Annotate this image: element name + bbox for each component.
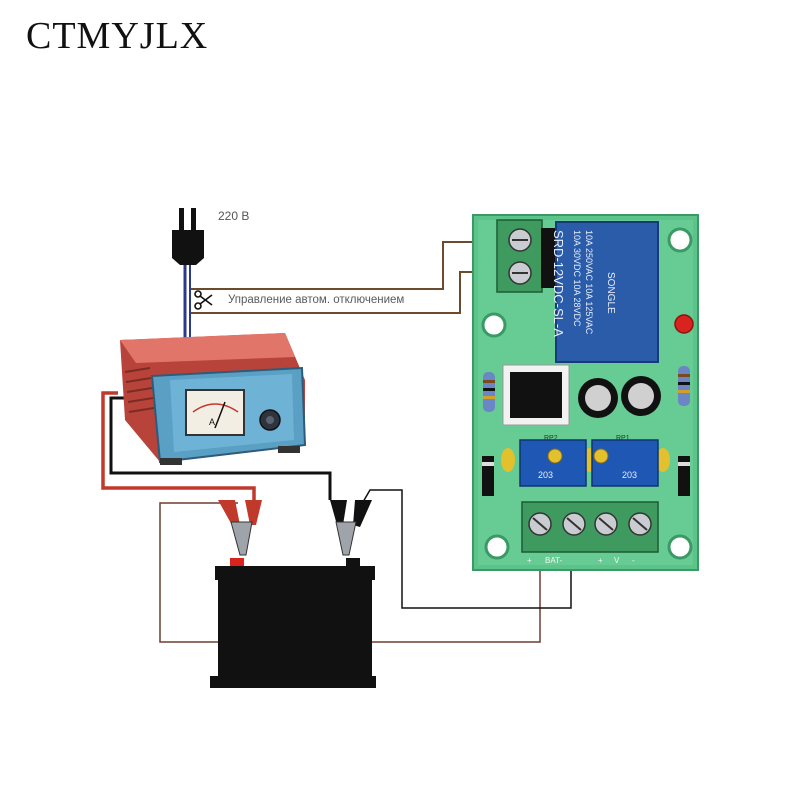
relay-markings: 10A 250VAC 10A 125VAC 10A 30VDC 10A 28VD… — [551, 230, 616, 337]
black-clamp — [330, 500, 372, 556]
potentiometer-rp1 — [591, 439, 659, 487]
terminal-label-bat: BAT- — [545, 556, 563, 565]
charger: A — [120, 333, 307, 465]
red-clamp — [218, 500, 262, 556]
resistor-left — [483, 372, 495, 412]
pot-code-rp1: 203 — [622, 470, 637, 480]
ammeter-symbol: A — [209, 417, 215, 427]
relay-brand: SONGLE — [605, 272, 616, 314]
terminal-label-minus: - — [632, 556, 635, 565]
charger-red-wire — [101, 391, 256, 502]
pot-code-rp2: 203 — [538, 470, 553, 480]
mains-voltage-label: 220 В — [218, 209, 250, 223]
charger-black-wire — [109, 396, 332, 500]
control-wire-lower — [190, 271, 498, 314]
ammeter — [185, 389, 245, 436]
battery-minus-wire — [362, 489, 572, 609]
pot-label-rp2: RP2 — [544, 435, 558, 442]
terminal-label-plus-2: + — [598, 556, 603, 565]
relay-rating-1: 10A 250VAC 10A 125VAC — [584, 230, 594, 335]
control-wire-upper — [190, 241, 498, 290]
terminal-label-v: V — [614, 556, 620, 565]
pot-label-rp1: RP1 — [616, 435, 630, 442]
relay — [555, 221, 659, 363]
control-line-label: Управление автом. отключением — [228, 294, 405, 306]
resistor-right — [678, 366, 690, 406]
scissors-icon — [194, 290, 213, 310]
brand-watermark: CTMYJLX — [26, 15, 209, 57]
relay-model: SRD-12VDC-SL-A — [551, 230, 566, 337]
status-led — [674, 314, 694, 334]
control-board — [472, 214, 699, 571]
battery-plus-wire — [159, 502, 541, 643]
battery — [210, 558, 376, 688]
relay-rating-2: 10A 30VDC 10A 28VDC — [572, 230, 582, 327]
terminal-label-plus: + — [527, 556, 532, 565]
power-plug — [172, 208, 204, 265]
